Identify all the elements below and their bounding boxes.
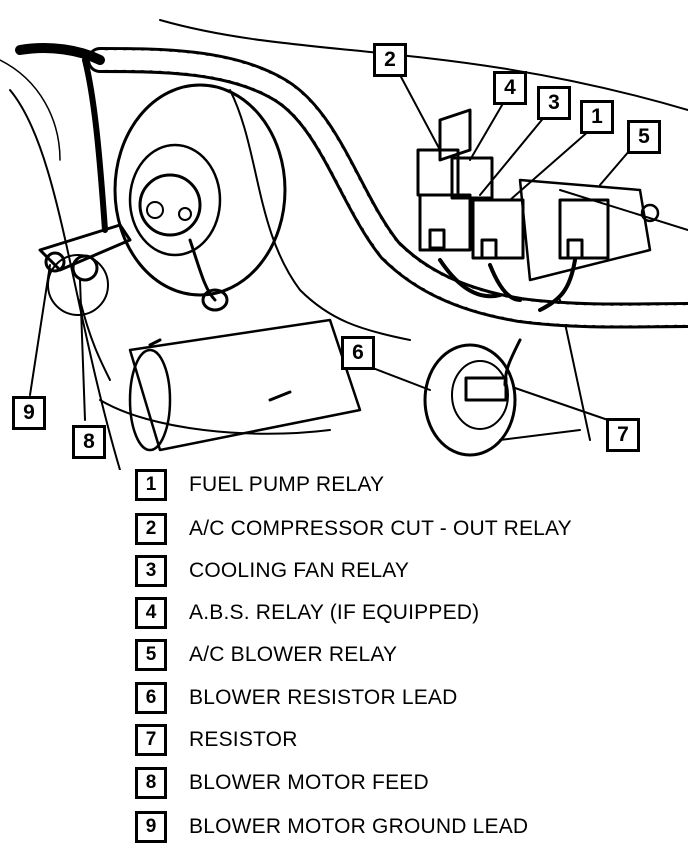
legend-item: 3 COOLING FAN RELAY — [135, 554, 409, 588]
leader-lines — [29, 74, 631, 421]
legend-item: 8 BLOWER MOTOR FEED — [135, 766, 429, 800]
legend-label: A.B.S. RELAY (IF EQUIPPED) — [189, 601, 480, 624]
legend-item: 6 BLOWER RESISTOR LEAD — [135, 681, 458, 715]
legend-number: 1 — [135, 469, 167, 501]
legend-number: 9 — [135, 811, 167, 843]
legend-item: 7 RESISTOR — [135, 723, 298, 757]
legend-label: BLOWER RESISTOR LEAD — [189, 686, 458, 709]
legend-label: BLOWER MOTOR GROUND LEAD — [189, 815, 529, 838]
callout-2: 2 — [373, 43, 407, 77]
legend-number: 4 — [135, 597, 167, 629]
relay-location-illustration — [0, 19, 688, 470]
ground-lead-stud — [44, 251, 66, 273]
callout-8: 8 — [72, 425, 106, 459]
callout-9: 9 — [12, 396, 46, 430]
panel-edge — [559, 189, 688, 231]
callout-5: 5 — [627, 120, 661, 154]
callout-6: 6 — [341, 336, 375, 370]
blower-housing — [113, 83, 287, 297]
callout-3: 3 — [537, 86, 571, 120]
relay-bracket — [518, 178, 652, 282]
relay-5 — [558, 198, 610, 260]
legend-item: 1 FUEL PUMP RELAY — [135, 468, 384, 502]
lower-cylinder — [128, 318, 362, 452]
relay-1 — [471, 198, 525, 260]
legend-number: 3 — [135, 555, 167, 587]
legend-item: 4 A.B.S. RELAY (IF EQUIPPED) — [135, 596, 479, 630]
legend-label: RESISTOR — [189, 728, 298, 751]
legend-number: 8 — [135, 767, 167, 799]
blower-resistor — [423, 343, 517, 457]
blower-motor-hub — [138, 173, 202, 237]
legend-label: A/C BLOWER RELAY — [189, 643, 398, 666]
legend-item: 5 A/C BLOWER RELAY — [135, 638, 397, 672]
legend-item: 9 BLOWER MOTOR GROUND LEAD — [135, 810, 528, 844]
legend-label: FUEL PUMP RELAY — [189, 473, 385, 496]
callout-7: 7 — [606, 418, 640, 452]
callout-4: 4 — [493, 71, 527, 105]
legend-label: A/C COMPRESSOR CUT - OUT RELAY — [189, 517, 572, 540]
legend-label: BLOWER MOTOR FEED — [189, 771, 429, 794]
firewall-outline — [9, 89, 121, 470]
legend-number: 7 — [135, 724, 167, 756]
legend-number: 6 — [135, 682, 167, 714]
resistor-connector — [464, 376, 508, 402]
callout-1: 1 — [580, 100, 614, 134]
relay-3 — [418, 193, 472, 252]
legend-number: 2 — [135, 513, 167, 545]
legend-number: 5 — [135, 639, 167, 671]
legend-item: 2 A/C COMPRESSOR CUT - OUT RELAY — [135, 512, 572, 546]
legend-label: COOLING FAN RELAY — [189, 559, 410, 582]
motor-bracket — [38, 223, 132, 272]
